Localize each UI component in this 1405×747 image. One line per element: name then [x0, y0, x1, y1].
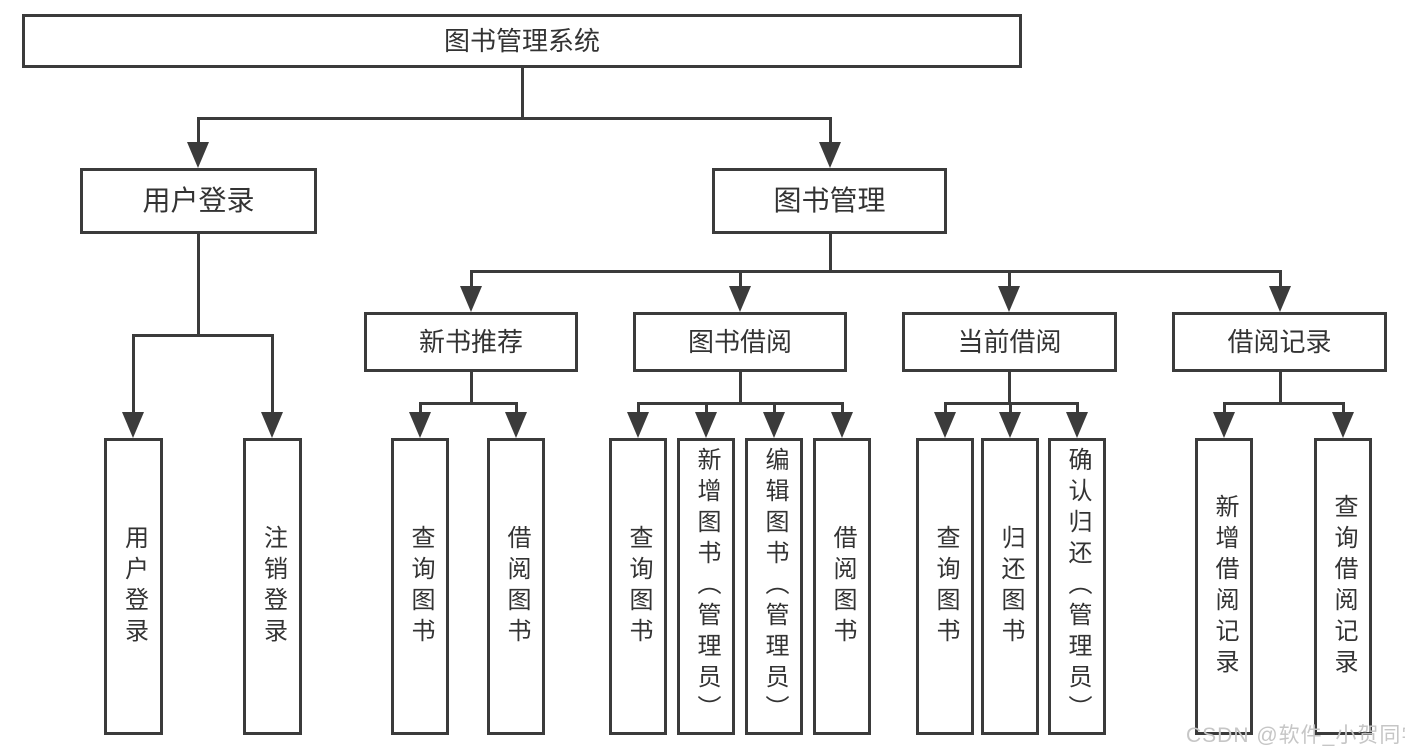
leaf-query-books-current: 查询图书: [916, 438, 974, 735]
leaf-return-book: 归还图书: [981, 438, 1039, 735]
leaf-query-books-recommend: 查询图书: [391, 438, 449, 735]
connector-line: [1278, 272, 1282, 288]
connector-line: [196, 119, 200, 147]
leaf-borrow-books-borrowing: 借阅图书: [813, 438, 871, 735]
connector-line: [943, 404, 947, 414]
leaf-user-login: 用户登录: [104, 438, 163, 735]
connector-line: [197, 234, 200, 337]
arrowhead-down: [1269, 286, 1291, 312]
node-borrowing-records: 借阅记录: [1172, 312, 1387, 372]
connector-line: [828, 119, 832, 147]
arrowhead-down: [409, 412, 431, 438]
connector-line: [132, 336, 135, 414]
arrowhead-down: [831, 412, 853, 438]
node-book-management: 图书管理: [712, 168, 947, 234]
arrowhead-down: [460, 286, 482, 312]
connector-line: [418, 402, 518, 405]
arrowhead-down: [1332, 412, 1354, 438]
connector-line: [1008, 404, 1012, 414]
connector-line: [520, 68, 524, 120]
connector-line: [514, 404, 518, 414]
connector-line: [271, 336, 274, 414]
connector-line: [704, 404, 708, 414]
node-root: 图书管理系统: [22, 14, 1022, 68]
node-current-borrowing: 当前借阅: [902, 312, 1117, 372]
leaf-add-book-admin: 新增图书（管理员）: [677, 438, 735, 735]
connector-line: [772, 404, 776, 414]
connector-line: [418, 404, 422, 414]
arrowhead-down: [261, 412, 283, 438]
connector-line: [1341, 404, 1345, 414]
leaf-query-books-borrowing: 查询图书: [609, 438, 667, 735]
leaf-edit-book-admin: 编辑图书（管理员）: [745, 438, 803, 735]
leaf-query-borrow-record: 查询借阅记录: [1314, 438, 1372, 735]
connector-line: [196, 117, 832, 120]
connector-line: [636, 404, 640, 414]
connector-line: [469, 270, 1282, 273]
connector-line: [1007, 372, 1011, 405]
connector-line: [840, 404, 844, 414]
arrowhead-down: [122, 412, 144, 438]
leaf-confirm-return-admin: 确认归还（管理员）: [1048, 438, 1106, 735]
node-user-login: 用户登录: [80, 168, 317, 234]
connector-line: [1222, 402, 1345, 405]
arrowhead-down: [819, 142, 841, 168]
arrowhead-down: [934, 412, 956, 438]
connector-line: [828, 234, 832, 273]
connector-line: [943, 402, 1079, 405]
arrowhead-down: [729, 286, 751, 312]
connector-line: [469, 272, 473, 288]
arrowhead-down: [998, 286, 1020, 312]
arrowhead-down: [627, 412, 649, 438]
connector-line: [738, 372, 742, 405]
node-new-book-recommend: 新书推荐: [364, 312, 578, 372]
connector-line: [1075, 404, 1079, 414]
arrowhead-down: [999, 412, 1021, 438]
leaf-borrow-books-recommend: 借阅图书: [487, 438, 545, 735]
arrowhead-down: [505, 412, 527, 438]
connector-line: [1278, 372, 1282, 405]
arrowhead-down: [695, 412, 717, 438]
connector-line: [738, 272, 742, 288]
node-book-borrowing: 图书借阅: [633, 312, 847, 372]
arrowhead-down: [187, 142, 209, 168]
connector-line: [1007, 272, 1011, 288]
connector-line: [132, 334, 274, 337]
connector-line: [1222, 404, 1226, 414]
connector-line: [469, 372, 473, 405]
connector-line: [636, 402, 844, 405]
arrowhead-down: [1213, 412, 1235, 438]
leaf-logout: 注销登录: [243, 438, 302, 735]
leaf-add-borrow-record: 新增借阅记录: [1195, 438, 1253, 735]
arrowhead-down: [763, 412, 785, 438]
arrowhead-down: [1066, 412, 1088, 438]
watermark: CSDN @软件_小贺同学: [1186, 724, 1405, 747]
